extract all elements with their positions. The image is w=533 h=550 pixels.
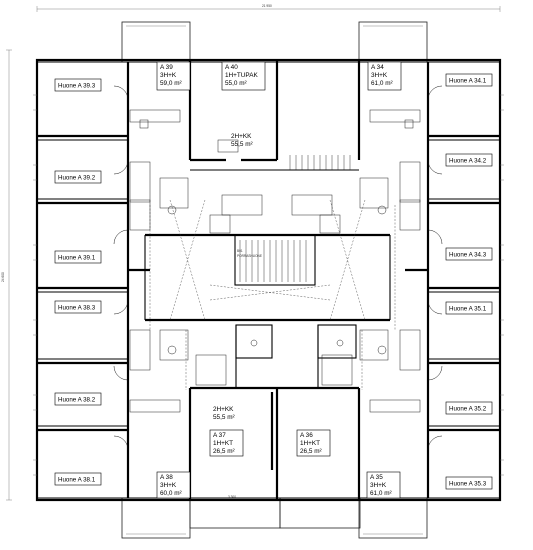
apt-a34-line2: 3H+K [371,72,388,79]
apt-a39-line1: A 39 [160,64,173,71]
fixtures [129,109,421,413]
left-room-walls [37,62,130,498]
room-label-a34-1: Huone A 34.1 [449,78,487,85]
apt-a39-line3: 59,0 m² [160,80,182,87]
room-label-a39-1: Huone A 39.1 [58,255,96,262]
apt-a40-line2: 1H+TUPAK [225,72,258,79]
doors [113,85,443,451]
balconies [121,21,428,539]
apt-top-2hkk-line2: 55,5 m² [231,141,253,148]
room-label-a38-3: Huone A 38.3 [58,305,96,312]
apartment-labels: A 39 3H+K 59,0 m² A 40 1H+TUPAK 55,0 m² … [156,61,402,499]
stair-core: PORRASHUONE B01 [234,155,351,286]
dashed-lines [149,199,396,390]
central-walls [128,60,428,500]
apt-a38-line1: A 38 [160,474,173,481]
apt-bottom-2hkk-line1: 2H+KK [213,406,234,413]
apt-a40-line1: A 40 [225,64,238,71]
room-label-a35-1: Huone A 35.1 [449,306,487,313]
room-label-a39-3: Huone A 39.3 [58,83,96,90]
apt-a38-line2: 3H+K [160,482,177,489]
apt-a34-line3: 61,0 m² [371,80,393,87]
left-room-labels: Huone A 39.3 Huone A 39.2 Huone A 39.1 H… [54,78,102,486]
exterior-walls [35,58,502,502]
apt-a38-line3: 60,0 m² [160,490,182,497]
apt-a39-line2: 3H+K [160,72,177,79]
core-code: B01 [237,249,243,253]
apt-bottom-2hkk-line2: 55,5 m² [213,414,235,421]
apt-a36-line3: 26,5 m² [300,448,322,455]
apt-a37-line2: 1H+KT [213,440,233,447]
room-label-a35-2: Huone A 35.2 [449,406,487,413]
apt-a34-line1: A 34 [371,64,384,71]
bottom-dimension-text: 3 300 [228,495,236,499]
overall-dimension-text: 21 950 [262,4,272,8]
windows [33,94,504,476]
room-label-a38-1: Huone A 38.1 [58,477,96,484]
apt-top-2hkk-line1: 2H+KK [231,133,252,140]
room-label-a34-2: Huone A 34.2 [449,158,487,165]
apt-a36-line2: 1H+KT [300,440,320,447]
apt-a36-line1: A 36 [300,432,313,439]
room-label-a34-3: Huone A 34.3 [449,252,487,259]
apt-a40-line3: 55,0 m² [225,80,247,87]
right-room-walls [426,62,500,498]
apt-a37-line1: A 37 [213,432,226,439]
room-label-a35-3: Huone A 35.3 [449,481,487,488]
right-room-labels: Huone A 34.1 Huone A 34.2 Huone A 34.3 H… [445,73,493,490]
apt-a35-line2: 3H+K [370,482,387,489]
room-label-a38-2: Huone A 38.2 [58,397,96,404]
room-label-a39-2: Huone A 39.2 [58,175,96,182]
apt-a35-line1: A 35 [370,474,383,481]
apt-a37-line3: 26,5 m² [213,448,235,455]
apt-a35-line3: 61,0 m² [370,490,392,497]
side-dimension-text: 24 600 [1,272,5,282]
core-label: PORRASHUONE [237,254,262,258]
dimension-lines: 21 950 24 600 3 300 [1,4,501,501]
